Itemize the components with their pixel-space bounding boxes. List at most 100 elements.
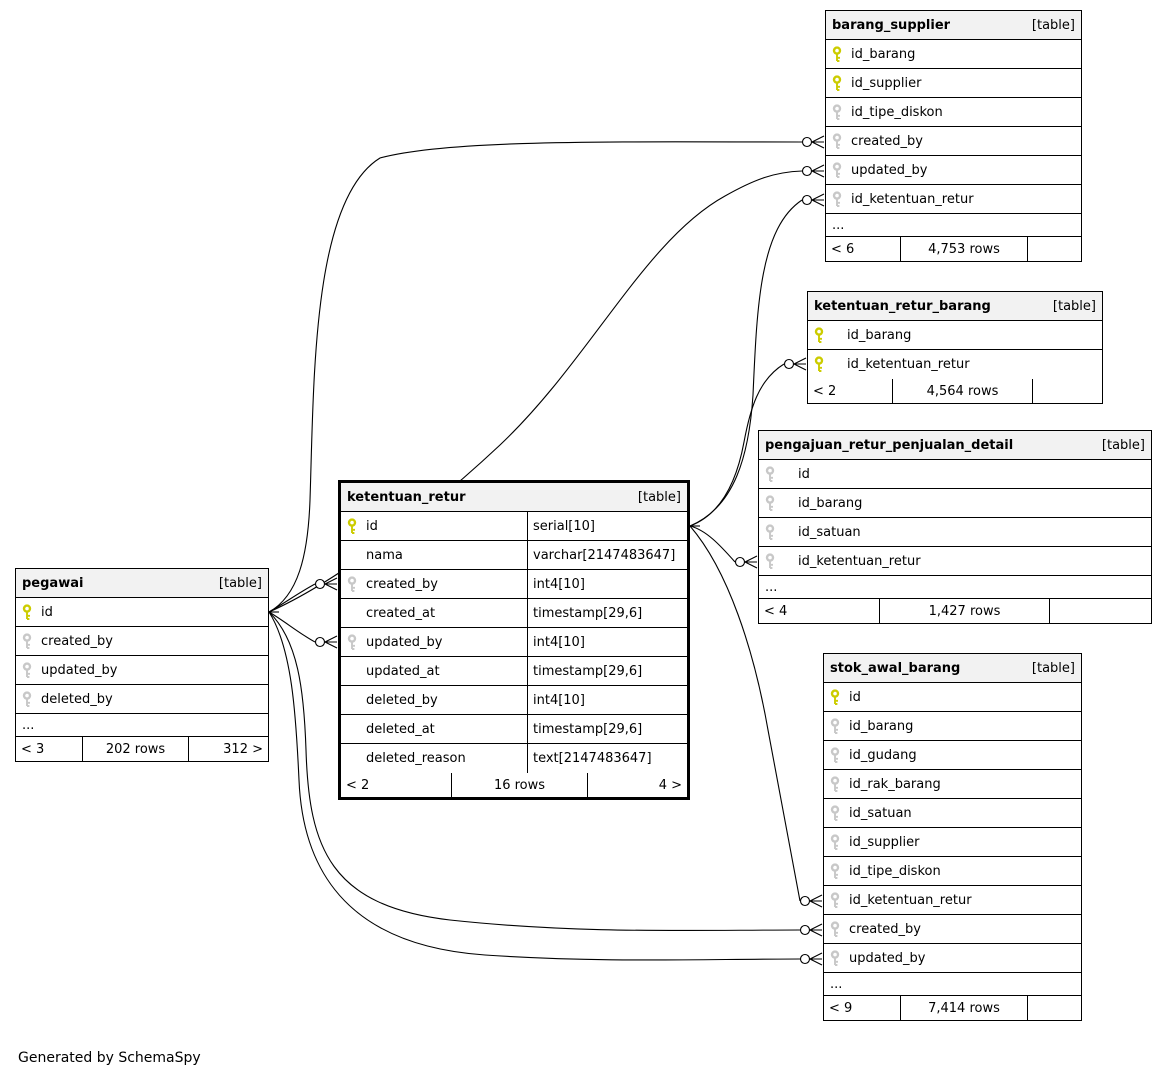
footer-rowcount: 7,414 rows — [900, 996, 1027, 1020]
column-row-updated_by: updated_by — [826, 156, 1081, 185]
fk-line-ketentuan_retur-to-ketentuan_retur_barang-id_ketentuan_retur — [689, 363, 785, 527]
footer-parents: < 2 — [813, 383, 837, 399]
foreign-key-icon — [830, 949, 841, 967]
table-header: ketentuan_retur [table] — [341, 483, 687, 512]
column-row-id_supplier: id_supplier — [824, 828, 1081, 857]
table-title[interactable]: pegawai — [22, 575, 84, 591]
column-name: updated_by — [366, 634, 443, 650]
table-card-ketentuan_retur_barang[interactable]: ketentuan_retur_barang [table] id_barang… — [807, 291, 1103, 404]
table-tag: [table] — [1031, 17, 1075, 33]
foreign-key-icon — [765, 523, 776, 541]
table-title[interactable]: ketentuan_retur_barang — [814, 298, 991, 314]
column-row-id_ketentuan_retur: id_ketentuan_retur — [759, 547, 1151, 576]
column-name: updated_by — [849, 950, 926, 966]
foreign-key-icon — [832, 132, 843, 150]
fk-line-pegawai-to-stok_awal_barang-created_by — [268, 611, 801, 932]
table-card-pengajuan_retur_penjualan_detail[interactable]: pengajuan_retur_penjualan_detail [table]… — [758, 430, 1152, 624]
footer-parents: < 3 — [21, 741, 45, 757]
footer-parents: < 9 — [829, 1000, 853, 1016]
more-columns-row: ... — [824, 973, 1081, 996]
footer-parents: < 4 — [764, 603, 788, 619]
marker-ketentuan_retur-created_by — [314, 577, 338, 591]
fk-line-ketentuan_retur-to-pengajuan_retur_penjualan_detail-id_ketentuan_retur — [689, 525, 736, 563]
footer-rowcount: 16 rows — [451, 773, 587, 797]
column-name: id_ketentuan_retur — [847, 357, 970, 372]
foreign-key-icon — [830, 833, 841, 851]
column-type: text[2147483647] — [527, 744, 652, 773]
foreign-key-icon — [22, 661, 33, 679]
foreign-key-icon — [765, 552, 776, 570]
column-name: deleted_by — [366, 692, 438, 708]
foreign-key-icon — [832, 161, 843, 179]
table-tag: [table] — [218, 575, 262, 591]
column-row-created_by: created_by — [824, 915, 1081, 944]
more-columns-row: ... — [16, 714, 268, 737]
column-name: id — [798, 466, 810, 482]
foreign-key-icon — [830, 746, 841, 764]
column-name: updated_by — [41, 662, 118, 678]
column-name: id_barang — [798, 495, 863, 511]
footer-rowcount: 4,753 rows — [900, 237, 1027, 261]
footer-rowcount: 1,427 rows — [879, 599, 1049, 623]
column-row-id_ketentuan_retur: id_ketentuan_retur — [824, 886, 1081, 915]
column-row-id_gudang: id_gudang — [824, 741, 1081, 770]
column-name: id_tipe_diskon — [849, 863, 941, 879]
column-name: id — [849, 689, 861, 705]
footer-children: 312 > — [188, 737, 268, 761]
fk-line-pegawai-to-ketentuan_retur-updated_by — [268, 611, 316, 643]
column-name: created_by — [849, 921, 921, 937]
footer-parents: < 6 — [831, 241, 855, 257]
marker-stok_awal_barang-id_ketentuan_retur — [799, 894, 823, 908]
table-title[interactable]: stok_awal_barang — [830, 660, 961, 676]
column-name: nama — [366, 547, 403, 563]
footer-children — [1027, 996, 1081, 1020]
column-type: timestamp[29,6] — [527, 715, 642, 743]
primary-key-icon — [347, 517, 358, 535]
marker-stok_awal_barang-created_by — [799, 923, 823, 937]
table-title[interactable]: barang_supplier — [832, 17, 951, 33]
more-columns-row: ... — [826, 214, 1081, 237]
foreign-key-icon — [765, 494, 776, 512]
column-row-id_ketentuan_retur: id_ketentuan_retur — [826, 185, 1081, 214]
table-card-barang_supplier[interactable]: barang_supplier [table] id_barang id_sup… — [825, 10, 1082, 262]
primary-key-icon — [830, 688, 841, 706]
table-card-pegawai[interactable]: pegawai [table] id created_by updated_by… — [15, 568, 269, 762]
column-name: created_by — [41, 633, 113, 649]
primary-key-icon — [832, 74, 843, 92]
marker-barang_supplier-id_ketentuan_retur — [801, 193, 825, 207]
column-name: deleted_reason — [366, 751, 466, 766]
marker-pengajuan_retur_penjualan_detail-id_ketentuan_retur — [734, 555, 758, 569]
table-header: ketentuan_retur_barang [table] — [808, 292, 1102, 321]
footer-rowcount: 202 rows — [82, 737, 188, 761]
column-type: serial[10] — [527, 512, 595, 540]
column-name: created_by — [366, 576, 438, 592]
column-type: timestamp[29,6] — [527, 657, 642, 685]
footer-children — [1032, 379, 1102, 403]
table-tag: [table] — [1101, 437, 1145, 453]
table-tag: [table] — [637, 489, 681, 505]
foreign-key-icon — [832, 103, 843, 121]
table-title[interactable]: ketentuan_retur — [347, 489, 466, 505]
column-name: id_supplier — [851, 75, 922, 91]
foreign-key-icon — [347, 633, 358, 651]
foreign-key-icon — [830, 862, 841, 880]
table-header: barang_supplier [table] — [826, 11, 1081, 40]
generator-credit: Generated by SchemaSpy — [18, 1050, 201, 1066]
table-card-stok_awal_barang[interactable]: stok_awal_barang [table] id id_barang id… — [823, 653, 1082, 1021]
table-footer: < 9 7,414 rows — [824, 996, 1081, 1020]
table-footer: < 6 4,753 rows — [826, 237, 1081, 261]
column-row-id: id — [16, 598, 268, 627]
table-tag: [table] — [1031, 660, 1075, 676]
table-title[interactable]: pengajuan_retur_penjualan_detail — [765, 437, 1014, 453]
fk-line-pegawai-to-stok_awal_barang-updated_by — [268, 611, 801, 961]
column-row-id_barang: id_barang — [759, 489, 1151, 518]
column-name: id_ketentuan_retur — [851, 191, 974, 207]
column-type: timestamp[29,6] — [527, 599, 642, 627]
column-row-id_satuan: id_satuan — [759, 518, 1151, 547]
